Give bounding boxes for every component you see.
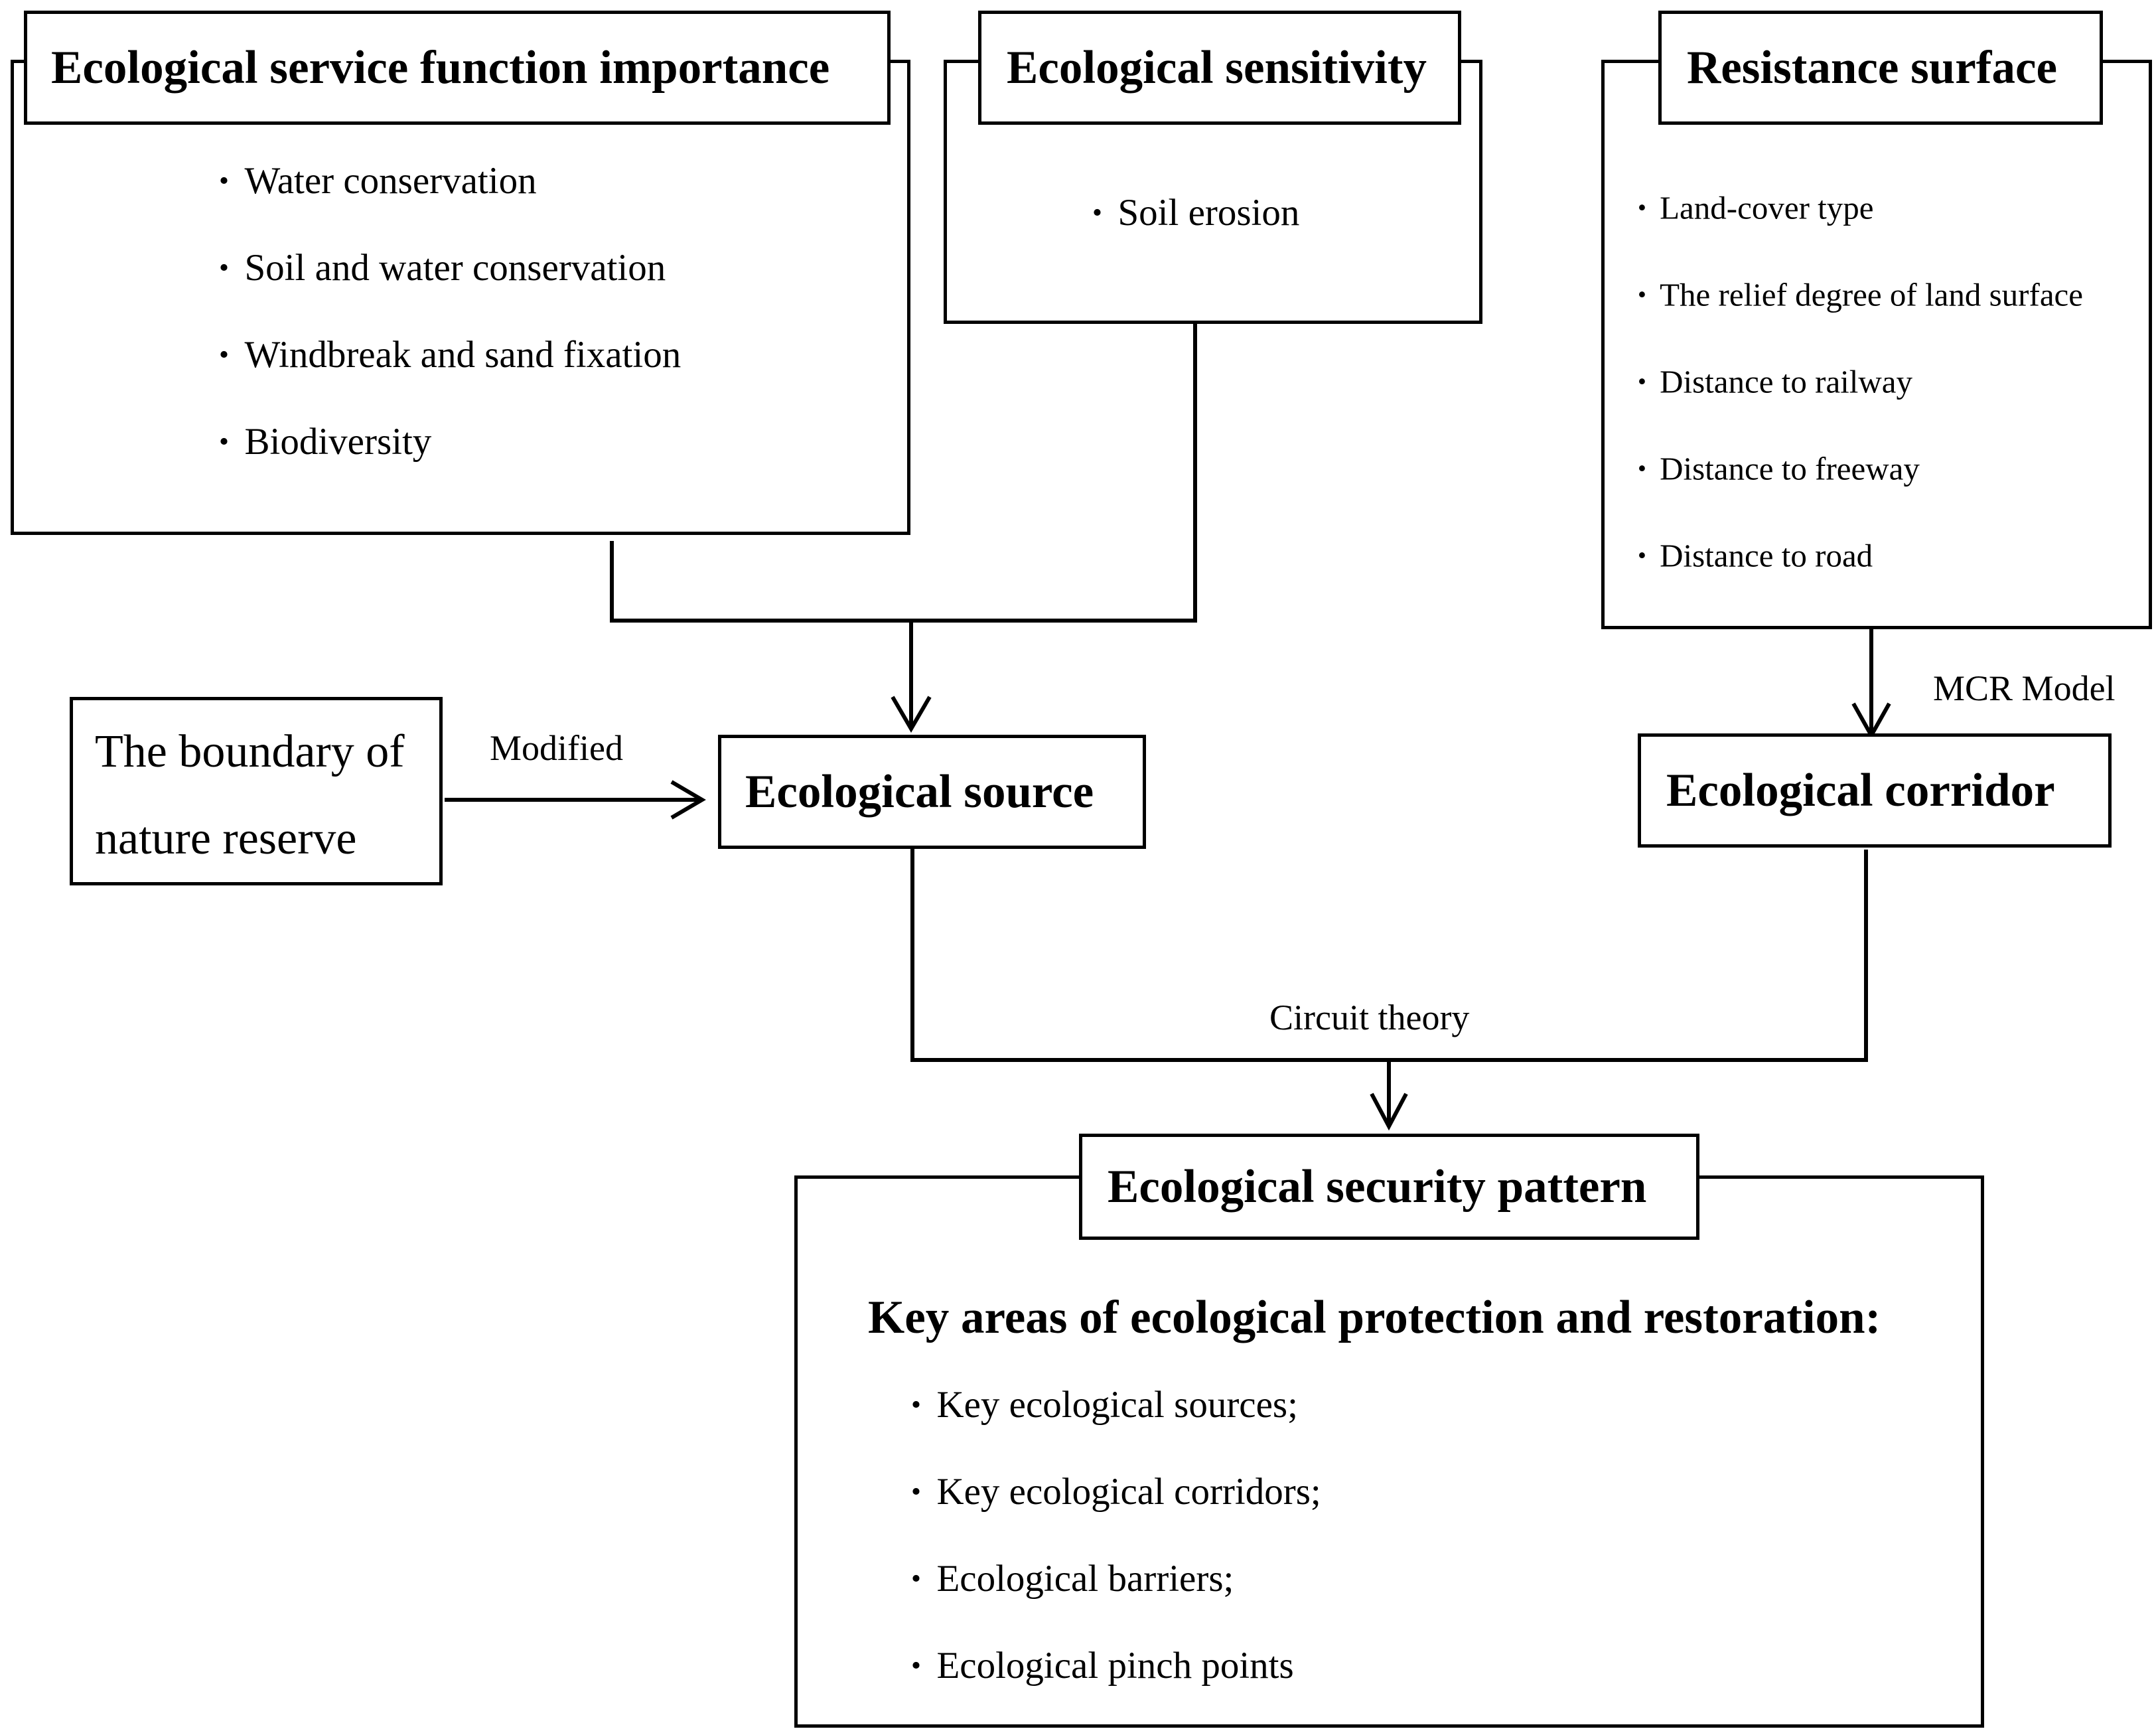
service-function-title: Ecological service function importance [24,11,891,125]
security-item-pinch-points: Ecological pinch points [911,1639,1293,1693]
boundary-box [70,697,443,885]
security-item-corridors: Key ecological corridors; [911,1465,1321,1519]
modified-label: Modified [490,728,623,768]
connector-sensitivity-to-merge [909,323,1197,623]
resistance-item-relief: The relief degree of land surface [1638,270,2083,319]
sensitivity-item-soil-erosion: Soil erosion [1092,186,1299,240]
resistance-item-railway: Distance to railway [1638,357,1912,406]
security-subtitle: Key areas of ecological protection and r… [868,1292,1881,1343]
security-item-sources: Key ecological sources; [911,1378,1297,1432]
arrowhead-to-source [891,696,932,733]
service-function-box [11,60,910,535]
service-item-soil-water: Soil and water conservation [219,241,666,295]
corridor-title: Ecological corridor [1638,733,2112,848]
source-title: Ecological source [718,735,1146,849]
service-item-windbreak: Windbreak and sand fixation [219,328,681,382]
service-item-biodiversity: Biodiversity [219,415,431,469]
circuit-theory-label: Circuit theory [1269,998,1470,1037]
boundary-line-2: nature reserve [95,813,357,864]
boundary-line-1: The boundary of [95,726,405,777]
security-title: Ecological security pattern [1079,1134,1699,1240]
connector-corridor-to-merge [1387,850,1868,1062]
security-item-barriers: Ecological barriers; [911,1552,1234,1606]
security-box [794,1175,1984,1728]
arrowhead-to-security [1370,1092,1408,1131]
connector-service-to-merge [610,541,911,623]
sensitivity-title: Ecological sensitivity [978,11,1461,125]
connector-source-to-merge [910,846,1390,1062]
arrowhead-boundary-to-source [670,780,706,820]
mcr-model-label: MCR Model [1933,668,2116,708]
resistance-item-road: Distance to road [1638,531,1873,580]
service-item-water: Water conservation [219,154,536,208]
resistance-item-freeway: Distance to freeway [1638,444,1920,493]
resistance-title: Resistance surface [1658,11,2103,125]
resistance-item-land-cover: Land-cover type [1638,183,1873,232]
